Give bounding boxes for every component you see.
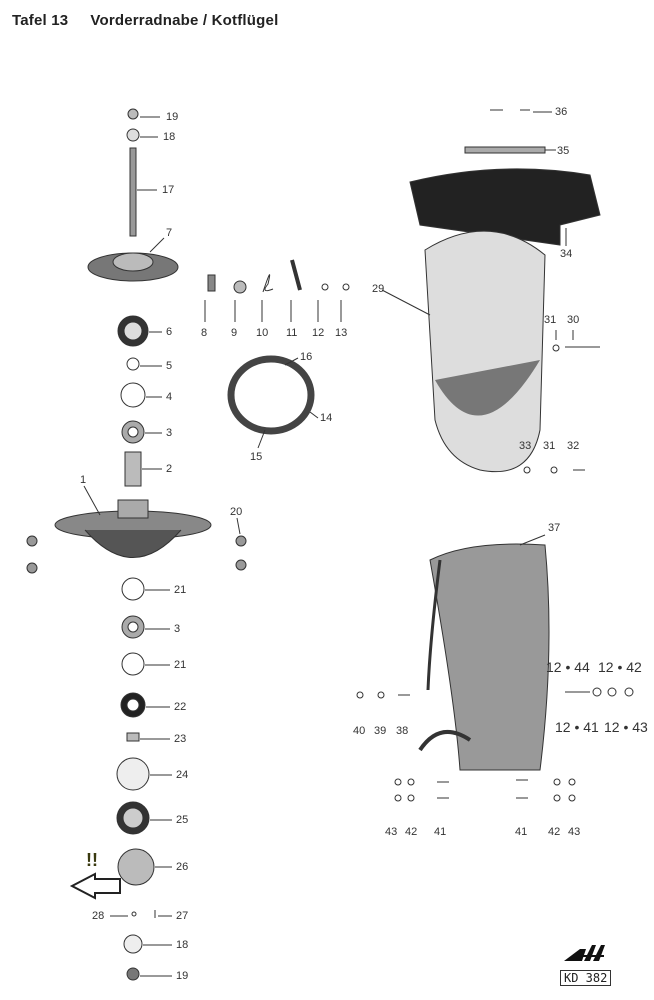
callout: 24 bbox=[176, 769, 189, 781]
arrow-left-icon bbox=[69, 872, 121, 900]
callout: 41 bbox=[515, 826, 528, 838]
callout: 41 bbox=[434, 826, 447, 838]
callout: 21 bbox=[174, 659, 187, 671]
callout: 1 bbox=[80, 474, 87, 486]
callout: 28 bbox=[92, 910, 105, 922]
callout: 4 bbox=[166, 391, 173, 403]
callout: 29 bbox=[372, 283, 385, 295]
callout: 35 bbox=[557, 145, 570, 157]
callout: 2 bbox=[166, 463, 173, 475]
callout: 21 bbox=[174, 584, 187, 596]
callout: 20 bbox=[230, 506, 243, 518]
callout: 10 bbox=[256, 327, 269, 339]
plate-name: Vorderradnabe / Kotflügel bbox=[90, 12, 279, 29]
callout: 16 bbox=[300, 351, 313, 363]
callout: 34 bbox=[560, 248, 573, 260]
callout: 42 bbox=[405, 826, 418, 838]
callout: 39 bbox=[374, 725, 387, 737]
callout: 18 bbox=[176, 939, 189, 951]
callout: 11 bbox=[286, 327, 298, 339]
callout: 36 bbox=[555, 106, 568, 118]
page-title: Tafel 13 Vorderradnabe / Kotflügel bbox=[12, 12, 300, 29]
callout: 31 bbox=[543, 440, 556, 452]
callout: 43 bbox=[568, 826, 581, 838]
callout: 8 bbox=[201, 327, 208, 339]
publisher-logo-icon bbox=[564, 945, 605, 961]
callout: 42 bbox=[548, 826, 561, 838]
callout: 7 bbox=[166, 227, 173, 239]
callout: 26 bbox=[176, 861, 189, 873]
callout: 40 bbox=[353, 725, 366, 737]
hub-parts bbox=[26, 108, 247, 981]
callout: 9 bbox=[231, 327, 238, 339]
fender-parts bbox=[356, 109, 634, 802]
callout: 14 bbox=[320, 412, 333, 424]
callout: 31 bbox=[544, 314, 557, 326]
callout: 3 bbox=[174, 623, 181, 635]
brake-parts bbox=[204, 259, 350, 449]
callout: 23 bbox=[174, 733, 187, 745]
callout: 18 bbox=[163, 131, 176, 143]
callout: 30 bbox=[567, 314, 580, 326]
callout: 32 bbox=[567, 440, 580, 452]
callout: 3 bbox=[166, 427, 173, 439]
callout: 15 bbox=[250, 451, 263, 463]
plate-number: Tafel 13 bbox=[12, 12, 69, 29]
callout: 25 bbox=[176, 814, 189, 826]
drawing-code: KD 382 bbox=[560, 970, 612, 986]
callout: 27 bbox=[176, 910, 189, 922]
callout: 37 bbox=[548, 522, 561, 534]
callout: 12 • 44 bbox=[546, 659, 590, 675]
callout: 12 bbox=[312, 327, 325, 339]
callout: 5 bbox=[166, 360, 173, 372]
callout: 12 • 42 bbox=[598, 659, 642, 675]
callout: 22 bbox=[174, 701, 187, 713]
callout: 13 bbox=[335, 327, 348, 339]
callout: 17 bbox=[162, 184, 175, 196]
callout: 6 bbox=[166, 326, 173, 338]
warning-mark: !! bbox=[86, 850, 98, 870]
callout: 33 bbox=[519, 440, 532, 452]
callout: 19 bbox=[166, 111, 179, 123]
callout: 43 bbox=[385, 826, 398, 838]
callout: 12 • 43 bbox=[604, 719, 648, 735]
callout: 12 • 41 bbox=[555, 719, 599, 735]
callout: 19 bbox=[176, 970, 189, 982]
callout: 38 bbox=[396, 725, 409, 737]
